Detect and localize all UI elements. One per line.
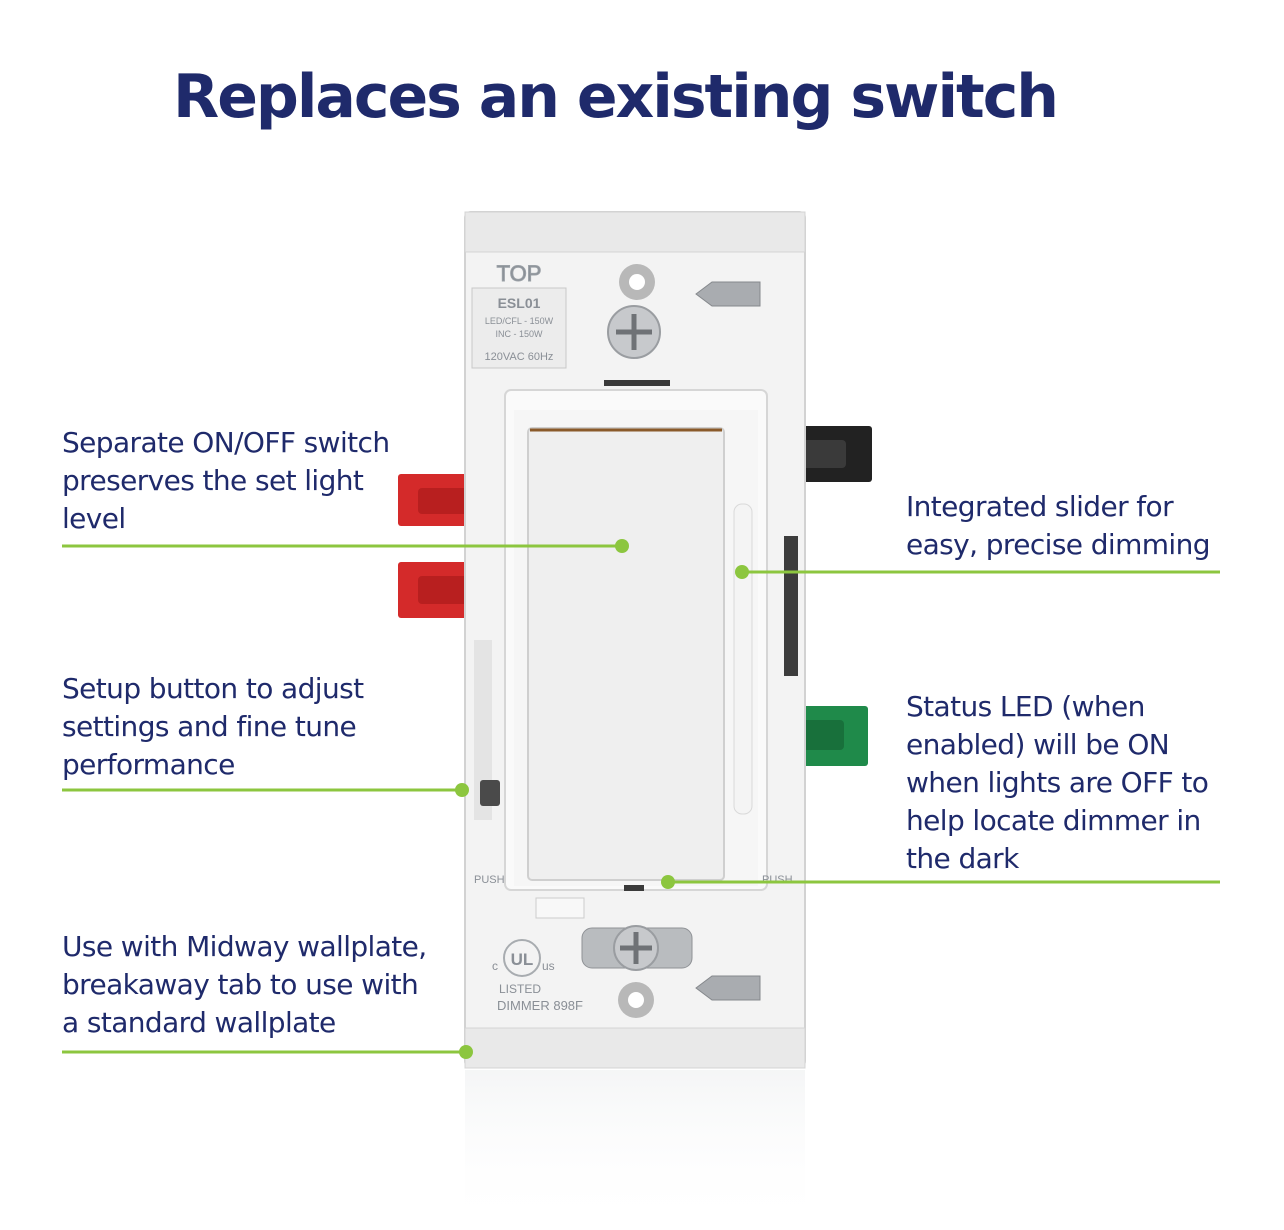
callout-slider: Integrated slider for easy, precise dimm…: [906, 488, 1246, 564]
label-plate: [471, 287, 567, 369]
left-rail: [474, 640, 492, 820]
rating-led-label: LED/CFL - 150W: [485, 316, 554, 326]
listed-label: LISTED: [499, 982, 541, 996]
leader-wallplate: [62, 1045, 473, 1059]
bottom-screw-icon: [581, 925, 693, 971]
top-mounting-hole: [619, 264, 655, 300]
push-label-left: PUSH: [474, 874, 505, 886]
page-title: Replaces an existing switch: [173, 62, 1059, 132]
callout-on-off-switch: Separate ON/OFF switch preserves the set…: [62, 424, 462, 538]
top-screw-icon: [607, 305, 661, 359]
callout-status-led: Status LED (when enabled) will be ON whe…: [906, 688, 1246, 878]
callout-line: enabled) will be ON: [906, 728, 1170, 761]
callout-wallplate: Use with Midway wallplate, breakaway tab…: [62, 928, 462, 1042]
voltage-label: 120VAC 60Hz: [485, 351, 554, 363]
callout-line: Status LED (when: [906, 690, 1145, 723]
bottom-strap: [464, 1027, 806, 1069]
on-off-rocker-switch[interactable]: [527, 427, 725, 881]
ul-listing-mark: UL c us: [492, 939, 555, 977]
callout-line: easy, precise dimming: [906, 528, 1211, 561]
callout-line: Separate ON/OFF switch: [62, 426, 390, 459]
svg-text:UL: UL: [511, 950, 534, 969]
leader-on-off: [62, 539, 629, 553]
callout-line: level: [62, 502, 126, 535]
model-label: ESL01: [498, 295, 541, 311]
top-indicator-slot: [604, 380, 670, 386]
status-led: [624, 885, 644, 891]
callout-line: Setup button to adjust: [62, 672, 364, 705]
svg-text:us: us: [542, 959, 555, 973]
leader-slider: [735, 565, 1220, 579]
callout-line: preserves the set light: [62, 464, 364, 497]
top-label: TOP: [497, 261, 542, 286]
rating-inc-label: INC - 150W: [495, 329, 543, 339]
setup-button[interactable]: [480, 780, 500, 806]
push-label-right: PUSH: [762, 874, 793, 886]
callout-line: Integrated slider for: [906, 490, 1174, 523]
callout-line: when lights are OFF to: [906, 766, 1209, 799]
breakaway-tab[interactable]: [535, 897, 585, 919]
bottom-ground-clip: [695, 975, 761, 1001]
top-ground-clip: [695, 281, 761, 307]
callout-line: breakaway tab to use with: [62, 968, 419, 1001]
leader-status-led: [661, 875, 1220, 889]
leader-setup: [62, 783, 469, 797]
callout-line: settings and fine tune: [62, 710, 357, 743]
callout-line: the dark: [906, 842, 1019, 875]
callout-line: Use with Midway wallplate,: [62, 930, 427, 963]
device-reflection: [465, 1070, 805, 1230]
callout-setup-button: Setup button to adjust settings and fine…: [62, 670, 462, 784]
bottom-mounting-hole: [618, 982, 654, 1018]
top-strap: [464, 211, 806, 253]
svg-text:c: c: [492, 959, 498, 973]
callout-line: a standard wallplate: [62, 1006, 336, 1039]
dimmer-slider[interactable]: [733, 503, 753, 815]
right-rail: [784, 536, 798, 676]
callout-line: help locate dimmer in: [906, 804, 1201, 837]
dimmer-code-label: DIMMER 898F: [497, 998, 583, 1013]
callout-line: performance: [62, 748, 235, 781]
